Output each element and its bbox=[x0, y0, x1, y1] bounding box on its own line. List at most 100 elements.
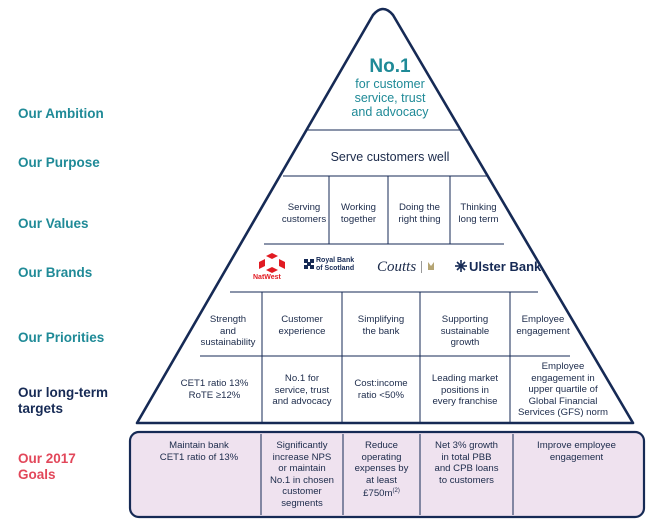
goal-line: Net 3% growth bbox=[435, 440, 498, 451]
priority-simplifying: Simplifying the bank bbox=[343, 314, 419, 337]
goal-line-last: £750m(2) bbox=[344, 486, 419, 500]
brand-coutts: Coutts bbox=[377, 259, 417, 275]
coutts-crest-icon bbox=[421, 261, 434, 273]
value-line: right thing bbox=[398, 213, 441, 225]
target-line: CET1 ratio 13% bbox=[180, 378, 249, 389]
brand-rbs-line2: of Scotland bbox=[316, 265, 355, 272]
goal-line: CET1 ratio of 13% bbox=[159, 451, 239, 463]
goal-line: or maintain bbox=[278, 463, 326, 474]
goal-footnote: (2) bbox=[392, 488, 400, 494]
target-line: Employee bbox=[541, 361, 585, 372]
priority-line: Simplifying bbox=[357, 314, 405, 325]
priority-line: growth bbox=[450, 337, 480, 348]
target-line: upper quartile of bbox=[528, 384, 598, 395]
label-long-term-line2: targets bbox=[18, 401, 64, 416]
label-values: Our Values bbox=[18, 216, 89, 231]
target-line: and advocacy bbox=[272, 396, 332, 407]
label-2017-goals: Our 2017 Goals bbox=[18, 451, 76, 483]
priority-line: Customer bbox=[281, 314, 323, 325]
label-priorities: Our Priorities bbox=[18, 330, 105, 345]
target-line: service, trust bbox=[274, 384, 330, 396]
goal-line: operating bbox=[361, 451, 402, 463]
target-line: No.1 for bbox=[284, 373, 320, 384]
priority-line: experience bbox=[278, 325, 326, 337]
goal-line: increase NPS bbox=[272, 451, 332, 463]
ambition-line1: for customer bbox=[355, 77, 425, 91]
label-purpose: Our Purpose bbox=[18, 155, 100, 170]
priority-line: sustainable bbox=[440, 325, 490, 337]
target-line: Cost:income bbox=[354, 378, 408, 389]
label-goals-line2: Goals bbox=[18, 467, 56, 482]
priority-strength: Strength and sustainability bbox=[195, 314, 261, 349]
priority-line: Employee bbox=[521, 314, 565, 325]
value-thinking-long-term: Thinking long term bbox=[451, 202, 506, 225]
goal-amount: £750m bbox=[363, 488, 393, 500]
priority-line: Strength bbox=[209, 314, 247, 325]
goal-line: and CPB loans bbox=[434, 463, 499, 474]
ambition-line2: service, trust bbox=[354, 91, 426, 105]
goal-cet1: Maintain bank CET1 ratio of 13% bbox=[138, 440, 260, 463]
target-cost-income: Cost:income ratio <50% bbox=[343, 378, 419, 401]
goal-operating-expenses: Reduce operating expenses by at least £7… bbox=[344, 440, 419, 500]
label-ambition: Our Ambition bbox=[18, 106, 104, 121]
ambition-title: No.1 bbox=[369, 56, 411, 77]
target-line: Global Financial bbox=[528, 395, 598, 407]
target-line: ratio <50% bbox=[357, 389, 405, 401]
value-line: Working bbox=[340, 202, 376, 213]
goal-line: in total PBB bbox=[441, 451, 492, 463]
target-cet1-rote: CET1 ratio 13% RoTE ≥12% bbox=[168, 378, 261, 401]
priority-supporting-growth: Supporting sustainable growth bbox=[421, 314, 509, 349]
target-no1-service: No.1 for service, trust and advocacy bbox=[263, 373, 341, 408]
goal-line: Improve employee bbox=[537, 440, 616, 451]
value-line: together bbox=[340, 213, 377, 225]
value-line: customers bbox=[281, 213, 327, 225]
priority-line: Supporting bbox=[441, 314, 489, 325]
label-long-term-targets: Our long-term targets bbox=[18, 385, 108, 417]
purpose-text: Serve customers well bbox=[330, 150, 450, 164]
goals-band bbox=[128, 430, 646, 519]
goal-line: Significantly bbox=[276, 440, 328, 451]
goal-line: No.1 in chosen bbox=[270, 474, 334, 486]
value-working-together: Working together bbox=[330, 202, 387, 225]
brand-natwest: NatWest bbox=[253, 274, 281, 281]
target-line: RoTE ≥12% bbox=[188, 389, 241, 401]
goal-line: segments bbox=[281, 497, 323, 509]
goal-line: engagement bbox=[549, 451, 604, 463]
target-employee-engagement: Employee engagement in upper quartile of… bbox=[511, 361, 615, 419]
brand-rbs: Royal Bank of Scotland bbox=[316, 257, 354, 273]
label-goals-line1: Our 2017 bbox=[18, 451, 76, 466]
priority-employee-engagement: Employee engagement bbox=[511, 314, 575, 337]
ambition-line3: and advocacy bbox=[351, 105, 429, 119]
value-line: Serving bbox=[287, 202, 321, 213]
goal-line: Reduce bbox=[364, 440, 399, 451]
pyramid-outline bbox=[135, 7, 635, 425]
priority-line: and bbox=[219, 325, 236, 337]
ambition-text: for customer service, trust and advocacy bbox=[325, 77, 455, 119]
goal-line: expenses by bbox=[354, 463, 409, 474]
value-line: Doing the bbox=[398, 202, 441, 213]
value-serving-customers: Serving customers bbox=[280, 202, 328, 225]
value-line: Thinking bbox=[460, 202, 497, 213]
target-line: Services (GFS) norm bbox=[517, 407, 609, 418]
value-doing-right-thing: Doing the right thing bbox=[389, 202, 450, 225]
target-market-positions: Leading market positions in every franch… bbox=[421, 373, 509, 408]
brand-ulster-bank: Ulster Bank bbox=[469, 259, 542, 274]
value-line: long term bbox=[458, 213, 499, 225]
rbs-logo-icon bbox=[304, 259, 314, 269]
goal-net-growth: Net 3% growth in total PBB and CPB loans… bbox=[421, 440, 512, 486]
goal-line: customer bbox=[282, 486, 322, 497]
target-line: Leading market bbox=[431, 373, 499, 384]
target-line: positions in bbox=[441, 384, 489, 396]
natwest-logo-icon bbox=[259, 253, 285, 273]
target-line: every franchise bbox=[432, 396, 498, 407]
priority-line: the bank bbox=[362, 325, 400, 337]
goal-nps: Significantly increase NPS or maintain N… bbox=[262, 440, 342, 509]
priority-line: sustainability bbox=[200, 337, 256, 348]
goal-line: to customers bbox=[439, 474, 494, 486]
goal-line: at least bbox=[366, 474, 397, 486]
target-line: engagement in bbox=[531, 372, 595, 384]
goal-line: Maintain bank bbox=[169, 440, 229, 451]
label-long-term-line1: Our long-term bbox=[18, 385, 108, 400]
priority-line: engagement bbox=[516, 325, 570, 337]
